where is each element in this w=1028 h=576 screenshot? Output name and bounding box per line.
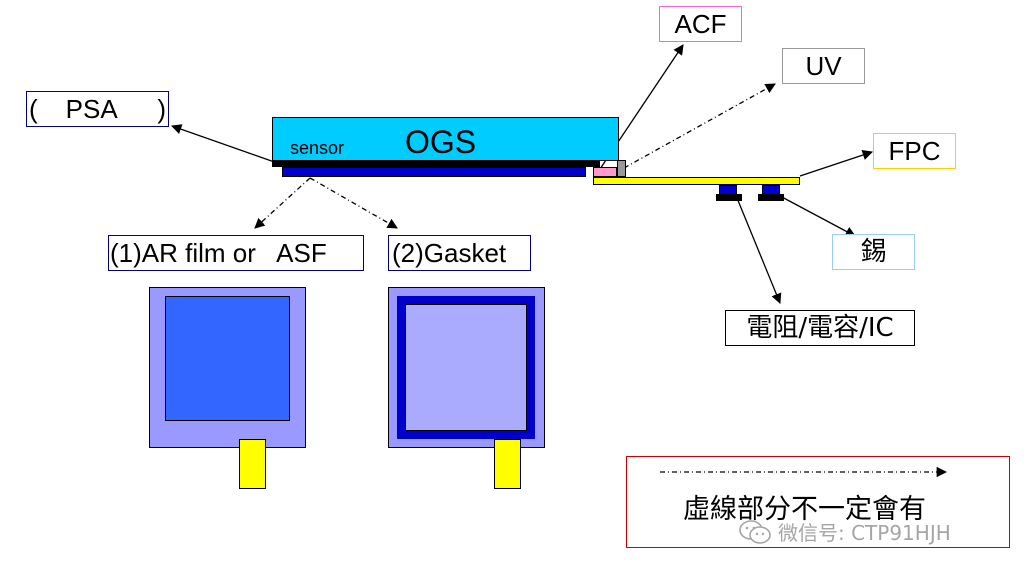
psa-label: ( PSA ) bbox=[26, 91, 169, 127]
legend-box: 虛線部分不一定會有 bbox=[626, 456, 1010, 548]
acf-layer bbox=[593, 167, 617, 177]
tin-label: 錫 bbox=[832, 234, 915, 270]
components-label: 電阻/電容/IC bbox=[725, 310, 915, 346]
gasket-label: (2)Gasket bbox=[388, 235, 531, 271]
component-2-pad bbox=[758, 194, 784, 201]
black-matrix-layer bbox=[272, 160, 600, 167]
uv-glue bbox=[617, 160, 626, 177]
gasket-panel-tail bbox=[494, 439, 521, 489]
tin-arrow bbox=[779, 195, 856, 237]
gasket-panel bbox=[388, 287, 545, 448]
ar-film-label: (1)AR film or ASF bbox=[108, 235, 364, 271]
gasket-frame bbox=[397, 296, 535, 439]
ar-layer bbox=[282, 167, 586, 177]
fpc-strip bbox=[593, 177, 800, 185]
ogs-label: OGS bbox=[405, 124, 477, 160]
component-1-pad bbox=[716, 194, 742, 201]
watermark-text: 微信号: CTP91HJH bbox=[778, 521, 951, 545]
ar-film-arrow bbox=[254, 177, 311, 229]
uv-arrow bbox=[623, 83, 776, 169]
fpc-arrow bbox=[799, 150, 873, 177]
gasket-inner bbox=[405, 304, 527, 431]
watermark: 微信号: CTP91HJH bbox=[738, 517, 951, 546]
psa-open: ( bbox=[29, 94, 38, 124]
acf-label: ACF bbox=[659, 6, 742, 42]
fpc-label: FPC bbox=[873, 133, 956, 169]
psa-text: PSA bbox=[65, 94, 118, 124]
wechat-icon bbox=[739, 519, 771, 544]
ar-film-area bbox=[165, 296, 290, 421]
ar-film-panel bbox=[149, 287, 306, 448]
legend-note: 虛線部分不一定會有 bbox=[683, 494, 926, 525]
sensor-label: sensor bbox=[290, 138, 345, 158]
ar-panel-tail bbox=[239, 439, 266, 489]
components-arrow bbox=[736, 197, 782, 304]
gasket-arrow bbox=[309, 177, 398, 229]
psa-arrow bbox=[171, 124, 281, 165]
psa-close: ) bbox=[157, 94, 166, 124]
uv-label: UV bbox=[782, 48, 865, 84]
